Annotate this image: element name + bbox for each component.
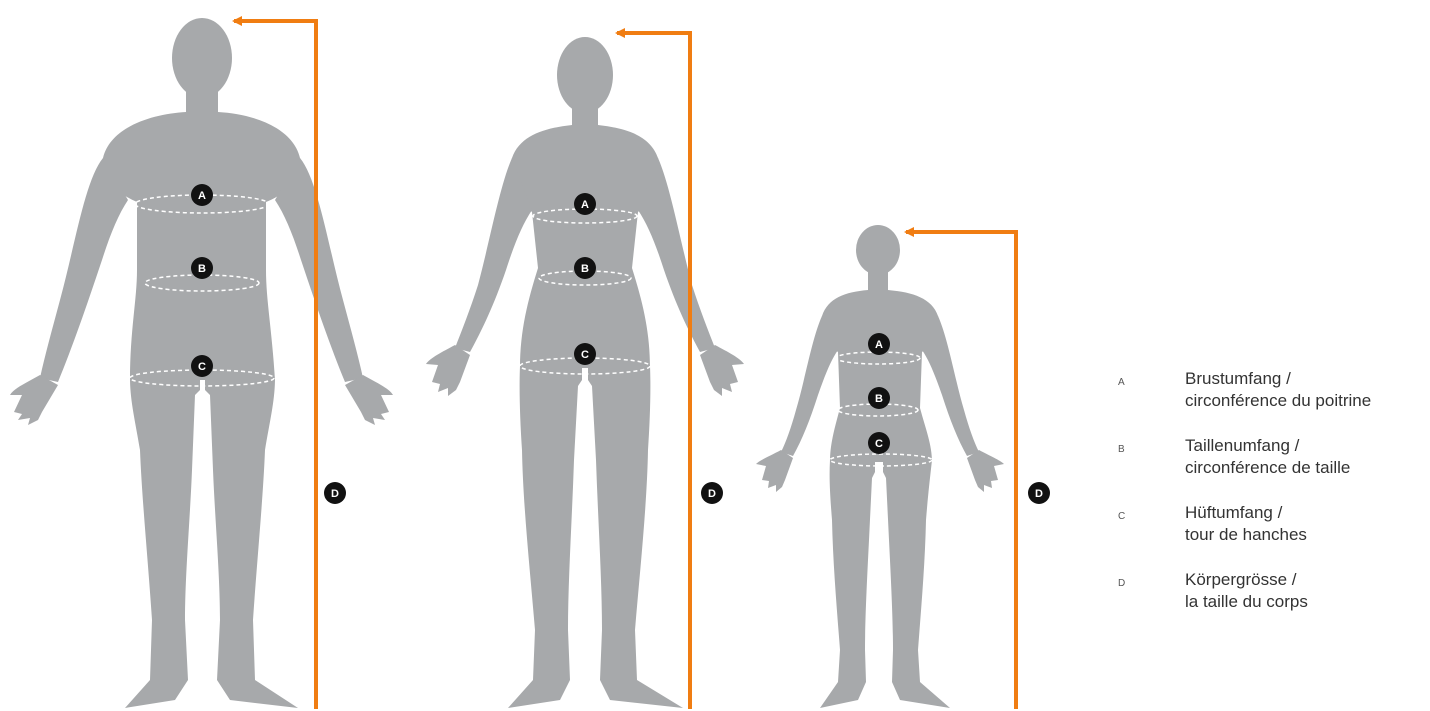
legend-label: Hüftumfang / tour de hanches <box>1185 502 1307 546</box>
child-marker-d: D <box>1028 482 1050 504</box>
woman-figure: A B C D <box>426 33 744 709</box>
svg-text:C: C <box>875 438 883 450</box>
legend-label-de: Taillenumfang / <box>1185 435 1350 457</box>
legend-label-fr: la taille du corps <box>1185 591 1308 613</box>
legend-item-height: D Körpergrösse / la taille du corps <box>1118 569 1428 613</box>
svg-text:C: C <box>198 361 206 373</box>
legend-letter: D <box>1118 569 1185 589</box>
svg-text:B: B <box>581 263 589 275</box>
svg-text:A: A <box>875 339 883 351</box>
child-marker-c: C <box>868 432 890 454</box>
man-marker-d: D <box>324 482 346 504</box>
legend-label: Brustumfang / circonférence du poitrine <box>1185 368 1371 412</box>
woman-marker-d: D <box>701 482 723 504</box>
man-figure: A B C D <box>10 18 393 709</box>
legend-label: Körpergrösse / la taille du corps <box>1185 569 1308 613</box>
legend-label-fr: circonférence de taille <box>1185 457 1350 479</box>
legend-label: Taillenumfang / circonférence de taille <box>1185 435 1350 479</box>
woman-silhouette <box>426 37 744 708</box>
woman-marker-a: A <box>574 193 596 215</box>
child-marker-b: B <box>868 387 890 409</box>
svg-text:B: B <box>875 393 883 405</box>
svg-text:C: C <box>581 349 589 361</box>
woman-marker-b: B <box>574 257 596 279</box>
man-marker-b: B <box>191 257 213 279</box>
svg-text:D: D <box>1035 488 1043 500</box>
legend-letter: B <box>1118 435 1185 455</box>
legend-label-de: Brustumfang / <box>1185 368 1371 390</box>
legend-item-waist: B Taillenumfang / circonférence de taill… <box>1118 435 1428 479</box>
svg-text:D: D <box>708 488 716 500</box>
legend-item-hip: C Hüftumfang / tour de hanches <box>1118 502 1428 546</box>
legend-label-de: Körpergrösse / <box>1185 569 1308 591</box>
legend-label-fr: circonférence du poitrine <box>1185 390 1371 412</box>
woman-marker-c: C <box>574 343 596 365</box>
legend-letter: A <box>1118 368 1185 388</box>
legend-label-fr: tour de hanches <box>1185 524 1307 546</box>
svg-text:A: A <box>198 190 206 202</box>
child-silhouette <box>756 225 1004 708</box>
svg-text:B: B <box>198 263 206 275</box>
legend-item-chest: A Brustumfang / circonférence du poitrin… <box>1118 368 1428 412</box>
legend-letter: C <box>1118 502 1185 522</box>
man-marker-c: C <box>191 355 213 377</box>
child-marker-a: A <box>868 333 890 355</box>
svg-text:D: D <box>331 488 339 500</box>
legend-label-de: Hüftumfang / <box>1185 502 1307 524</box>
svg-text:A: A <box>581 199 589 211</box>
child-figure: A B C D <box>756 225 1050 709</box>
man-marker-a: A <box>191 184 213 206</box>
measurement-legend: A Brustumfang / circonférence du poitrin… <box>1118 368 1428 636</box>
